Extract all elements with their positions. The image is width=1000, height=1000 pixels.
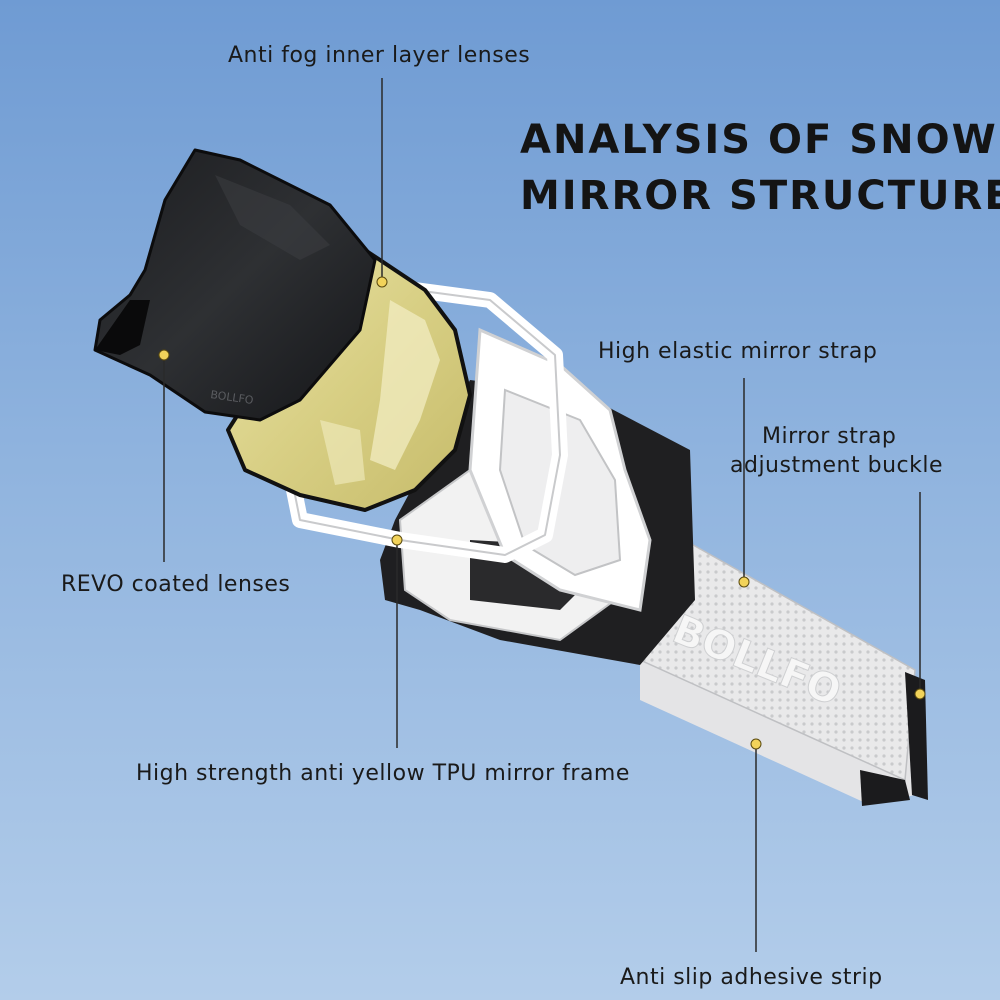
title-line-1: ANALYSIS OF SNOW (520, 117, 998, 163)
title-line-2: MIRROR STRUCTURE (520, 173, 1000, 219)
label-buckle-line-2: adjustment buckle (730, 453, 944, 478)
marker-anti-fog (376, 276, 388, 288)
marker-dots (158, 276, 926, 750)
marker-revo (158, 349, 170, 361)
leader-lines (163, 78, 921, 952)
label-frame: High strength anti yellow TPU mirror fra… (136, 761, 630, 786)
marker-strap (738, 576, 750, 588)
label-strap: High elastic mirror strap (598, 339, 878, 364)
label-revo: REVO coated lenses (61, 572, 291, 597)
label-buckle-line-1: Mirror strap (762, 424, 897, 449)
page-title: ANALYSIS OF SNOW MIRROR STRUCTURE (520, 112, 1000, 224)
label-adhesive: Anti slip adhesive strip (620, 965, 883, 990)
marker-frame (391, 534, 403, 546)
goggle-frame (282, 282, 695, 665)
marker-buckle (914, 688, 926, 700)
label-anti-fog: Anti fog inner layer lenses (228, 43, 531, 68)
inner-lens (226, 248, 472, 512)
marker-adhesive (750, 738, 762, 750)
elastic-strap: BOLLFO (584, 514, 928, 806)
lens-brand-logo: BOLLFO (210, 388, 255, 407)
